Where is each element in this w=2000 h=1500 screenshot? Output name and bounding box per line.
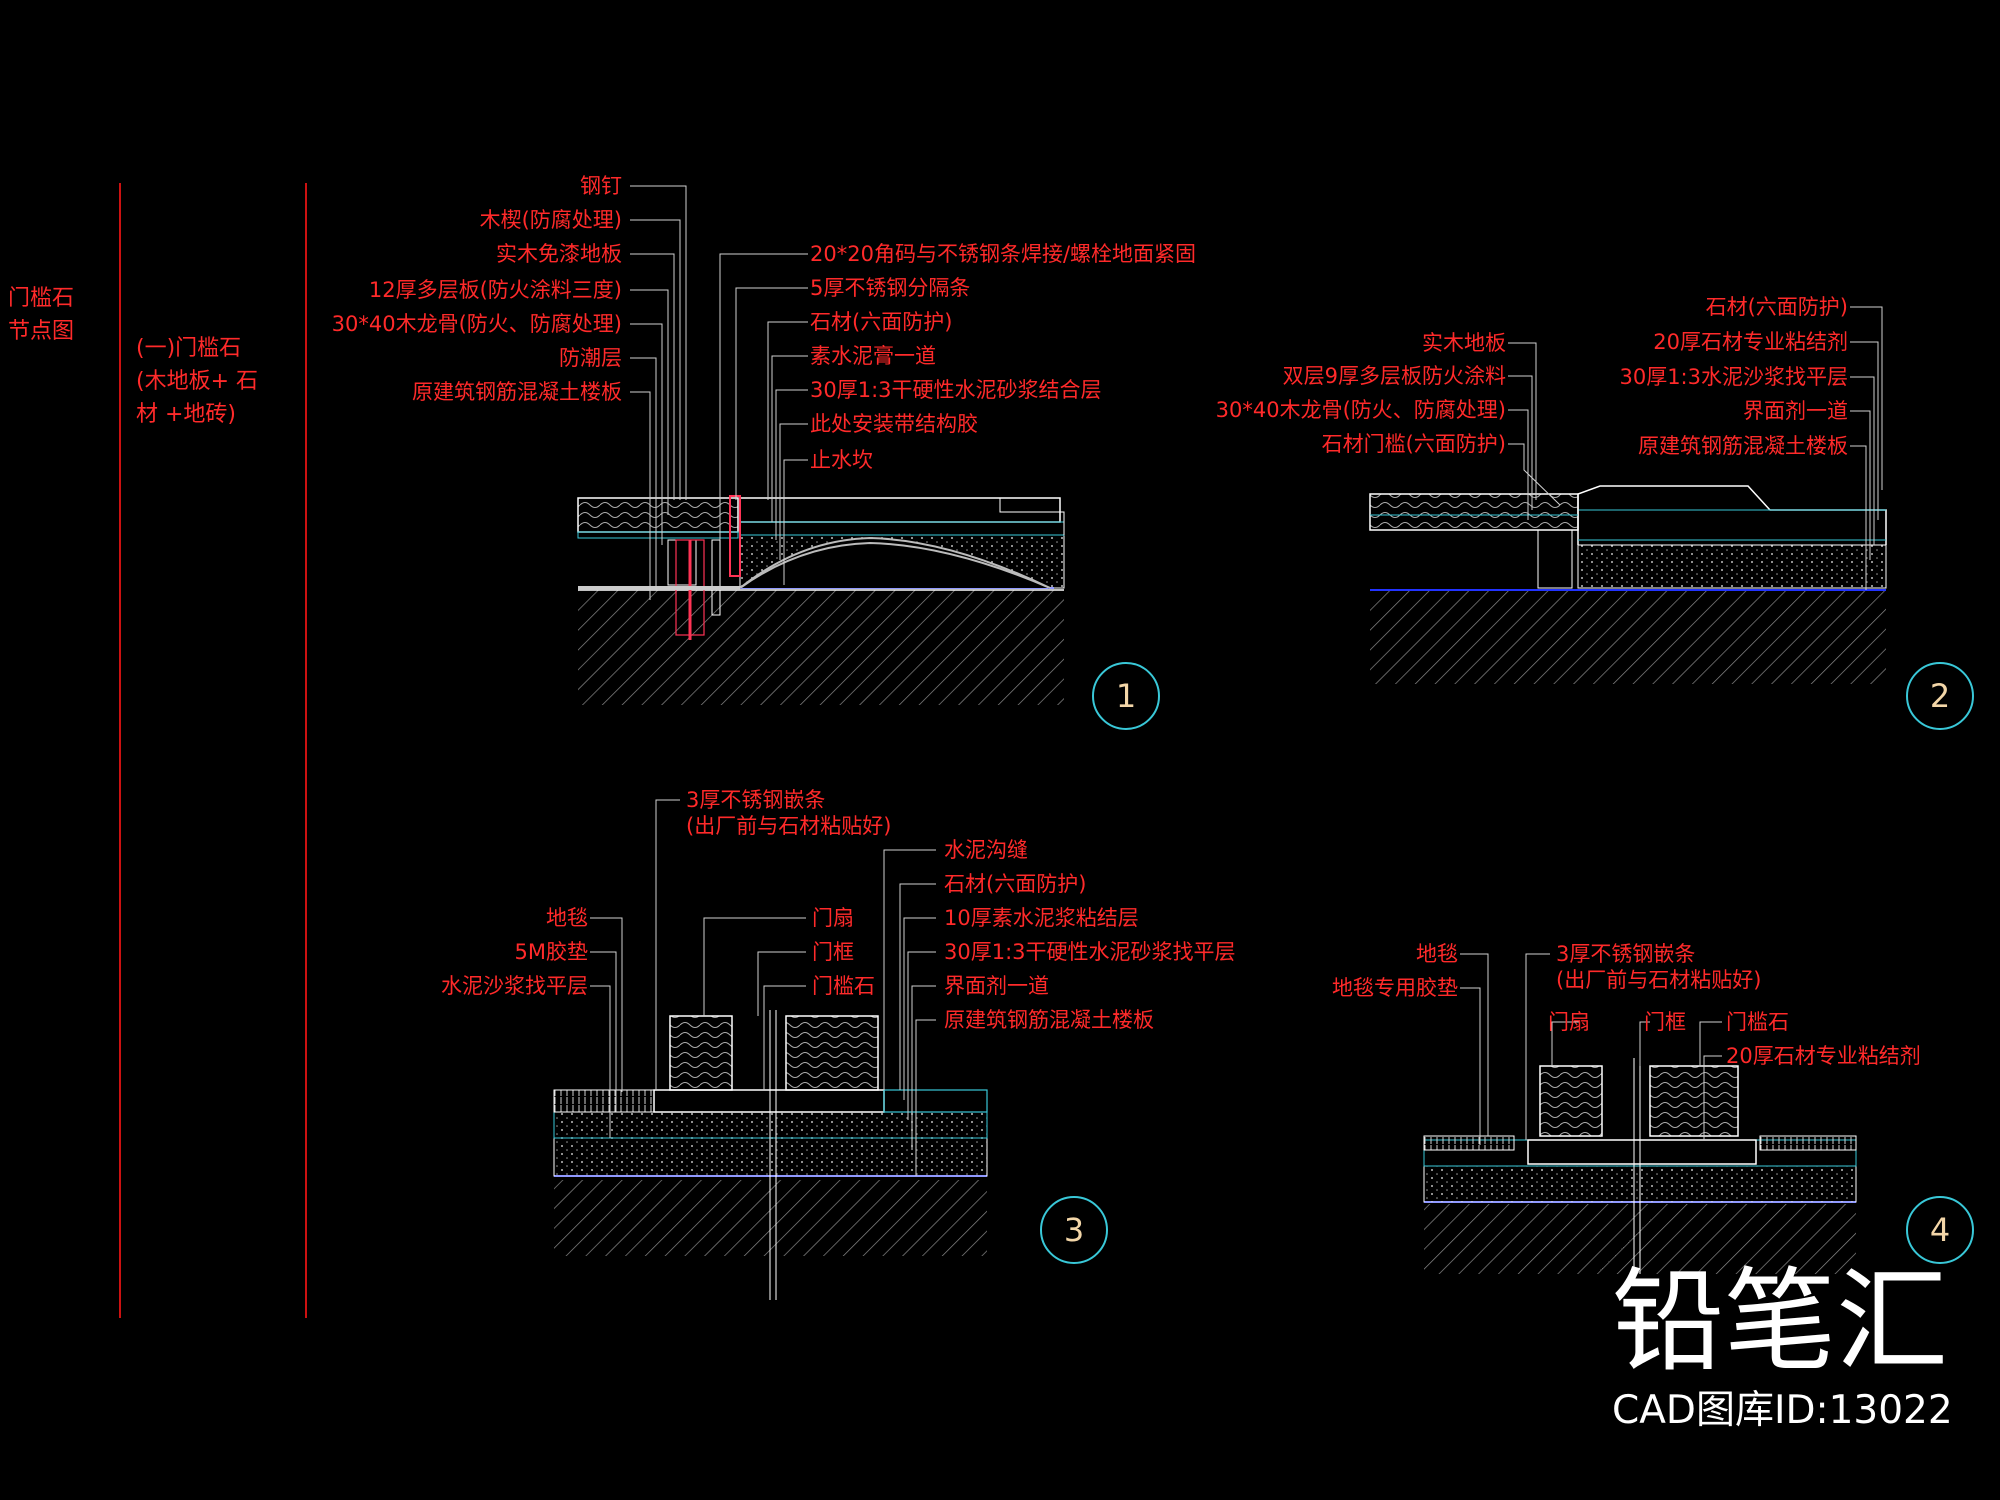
d4-top-label-line2: (出厂前与石材粘贴好) xyxy=(1556,968,1762,992)
d3-left-label: 地毯 xyxy=(546,906,588,930)
d1-left-label: 实木免漆地板 xyxy=(496,242,622,266)
d2-left-label: 双层9厚多层板防火涂料 xyxy=(1282,364,1506,388)
d1-right-label: 石材(六面防护) xyxy=(810,310,953,334)
sidebar-title-line1: 门槛石 xyxy=(8,286,75,311)
d1-left-label: 木楔(防腐处理) xyxy=(479,208,622,232)
d4-left-label: 地毯专用胶垫 xyxy=(1332,976,1458,1000)
detail-1-number: 1 xyxy=(1092,662,1160,730)
sidebar-title: 门槛石 节点图 xyxy=(8,282,74,348)
d3-mid-label: 门框 xyxy=(812,940,854,964)
section-line1: (一)门槛石 xyxy=(136,336,242,361)
d3-top-label-line1: 3厚不锈钢嵌条 xyxy=(686,788,826,812)
d1-left-label: 原建筑钢筋混凝土楼板 xyxy=(412,380,622,404)
detail-2-number: 2 xyxy=(1906,662,1974,730)
d1-right-label: 此处安装带结构胶 xyxy=(810,412,978,436)
d3-right-label: 10厚素水泥浆粘结层 xyxy=(944,906,1139,930)
d1-left-label: 钢钉 xyxy=(580,174,622,198)
d3-right-label: 30厚1:3干硬性水泥砂浆找平层 xyxy=(944,940,1236,964)
section-heading: (一)门槛石 (木地板+ 石 材 +地砖) xyxy=(136,332,258,431)
section-line3: 材 +地砖) xyxy=(136,402,237,427)
d2-left-label: 实木地板 xyxy=(1422,331,1506,355)
detail-3-section xyxy=(553,1010,988,1300)
d3-top-label-line2: (出厂前与石材粘贴好) xyxy=(686,814,892,838)
d2-right-label: 原建筑钢筋混凝土楼板 xyxy=(1638,434,1848,458)
detail-2-section xyxy=(1369,485,1887,684)
d2-right-label: 20厚石材专业粘结剂 xyxy=(1653,330,1848,354)
detail-4-number: 4 xyxy=(1906,1196,1974,1264)
d1-left-label: 12厚多层板(防火涂料三度) xyxy=(368,278,622,302)
brand-logo: 铅笔汇 xyxy=(1612,1257,1948,1387)
d4-mid-label: 门框 xyxy=(1644,1010,1686,1034)
d3-left-label: 5M胶垫 xyxy=(514,940,588,964)
d1-right-label: 素水泥膏一道 xyxy=(810,344,936,368)
d4-right-label: 20厚石材专业粘结剂 xyxy=(1726,1044,1921,1068)
d1-left-label: 防潮层 xyxy=(559,346,622,370)
section-line2: (木地板+ 石 xyxy=(136,369,259,394)
d4-left-label: 地毯 xyxy=(1416,942,1458,966)
detail-1-section xyxy=(577,495,1065,705)
d4-top-label-line1: 3厚不锈钢嵌条 xyxy=(1556,942,1696,966)
d1-right-label: 5厚不锈钢分隔条 xyxy=(810,276,971,300)
d1-left-label: 30*40木龙骨(防火、防腐处理) xyxy=(331,312,622,336)
d2-right-label: 界面剂一道 xyxy=(1743,399,1848,423)
sidebar-title-line2: 节点图 xyxy=(8,319,75,344)
d3-right-label: 原建筑钢筋混凝土楼板 xyxy=(944,1008,1154,1032)
d3-right-label: 水泥沟缝 xyxy=(944,838,1028,862)
d3-mid-label: 门扇 xyxy=(812,906,854,930)
d2-left-label: 石材门槛(六面防护) xyxy=(1321,432,1506,456)
leader-lines xyxy=(590,185,1883,1176)
d1-right-label: 20*20角码与不锈钢条焊接/螺栓地面紧固 xyxy=(810,242,1197,266)
detail-3-number: 3 xyxy=(1040,1196,1108,1264)
d3-mid-label: 门槛石 xyxy=(812,974,875,998)
d3-left-label: 水泥沙浆找平层 xyxy=(441,974,588,998)
d1-right-label: 止水坎 xyxy=(810,448,873,472)
d2-right-label: 30厚1:3水泥沙浆找平层 xyxy=(1619,365,1848,389)
d1-right-label: 30厚1:3干硬性水泥砂浆结合层 xyxy=(810,378,1102,402)
brand-caption: CAD图库ID:13022 xyxy=(1612,1388,1953,1433)
d4-mid-label: 门槛石 xyxy=(1726,1010,1789,1034)
detail-4-section xyxy=(1423,1058,1857,1274)
d2-right-label: 石材(六面防护) xyxy=(1705,295,1848,319)
d4-mid-label: 门扇 xyxy=(1548,1010,1590,1034)
d2-left-label: 30*40木龙骨(防火、防腐处理) xyxy=(1215,398,1506,422)
d3-right-label: 石材(六面防护) xyxy=(944,872,1087,896)
d3-right-label: 界面剂一道 xyxy=(944,974,1049,998)
